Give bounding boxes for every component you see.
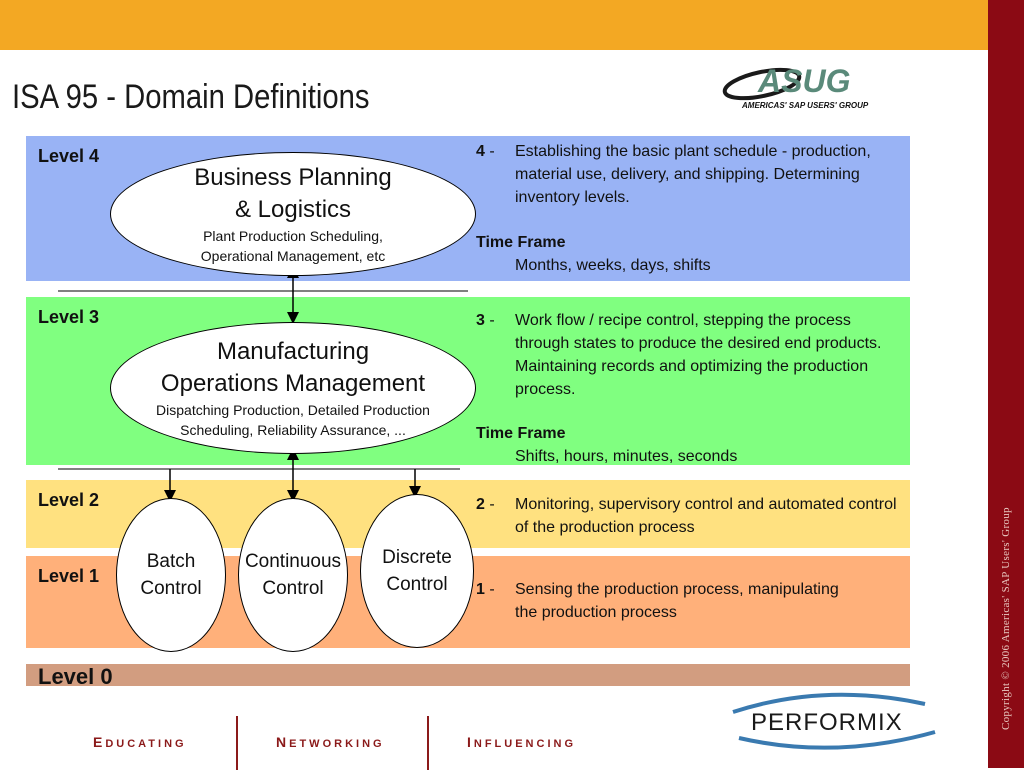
page-title: ISA 95 - Domain Definitions	[12, 78, 370, 116]
discrete-line2: Control	[386, 574, 448, 595]
level-3-number: 3	[476, 312, 485, 329]
level-1-label: Level 1	[38, 566, 100, 586]
level-4-number: 4	[476, 143, 485, 160]
level-2-text: Monitoring, supervisory control and auto…	[515, 496, 897, 536]
level-4-timeframe: Time Frame Months, weeks, days, shifts	[476, 231, 711, 277]
top-accent-bar	[0, 0, 988, 50]
level-2-dash: -	[484, 496, 495, 513]
mom-title-line1: Manufacturing	[216, 338, 370, 365]
level-3-dash: -	[484, 312, 495, 329]
level-3-text: Work flow / recipe control, stepping the…	[515, 312, 882, 398]
mom-sub-line2: Scheduling, Reliability Assurance, ...	[180, 422, 406, 438]
level-3-timeframe-value: Shifts, hours, minutes, seconds	[515, 448, 738, 465]
level-1-description: 1 - Sensing the production process, mani…	[476, 578, 839, 621]
level-1-number: 1	[476, 581, 485, 598]
right-accent-bar	[988, 0, 1024, 768]
continuous-line2: Control	[262, 578, 324, 599]
level-3-label: Level 3	[38, 307, 100, 327]
footer-separator-2	[427, 716, 429, 770]
continuous-line1: Continuous	[244, 551, 342, 572]
level-1-text: Sensing the production process, manipula…	[515, 581, 839, 621]
level-3-description: 3 - Work flow / recipe control, stepping…	[476, 309, 881, 398]
mom-title-line2: Operations Management	[160, 370, 426, 397]
batch-line2: Control	[140, 578, 202, 599]
connector-lines	[58, 266, 468, 502]
footer-separator-1	[236, 716, 238, 770]
copyright-text: Copyright © 2006 Americas' SAP Users' Gr…	[1000, 507, 1012, 730]
level-1-dash: -	[484, 581, 495, 598]
asug-logo: ASUG AMERICAS' SAP USERS' GROUP	[722, 64, 869, 110]
continuous-control-node: Continuous Control	[238, 498, 348, 652]
level-3-timeframe-label: Time Frame	[476, 425, 566, 442]
level-4-label: Level 4	[38, 146, 100, 166]
bpl-title-line1: Business Planning	[194, 164, 392, 191]
level-4-dash: -	[484, 143, 495, 160]
level-0-label: Level 0	[38, 664, 113, 689]
level-2-number: 2	[476, 496, 485, 513]
footer-networking: NETWORKING	[276, 734, 385, 750]
batch-control-node: Batch Control	[116, 498, 226, 652]
level-3-timeframe: Time Frame Shifts, hours, minutes, secon…	[476, 422, 737, 468]
bpl-title-line2: & Logistics	[234, 196, 352, 223]
performix-logo-text: PERFORMIX	[751, 709, 903, 736]
level-4-timeframe-label: Time Frame	[476, 234, 566, 251]
asug-logo-text: ASUG	[757, 64, 850, 99]
bpl-sub-line2: Operational Management, etc	[200, 248, 386, 264]
level-4-description: 4 - Establishing the basic plant schedul…	[476, 140, 871, 206]
bpl-sub-line1: Plant Production Scheduling,	[203, 228, 383, 244]
batch-line1: Batch	[146, 551, 196, 572]
footer-influencing: INFLUENCING	[467, 734, 576, 750]
level-4-timeframe-value: Months, weeks, days, shifts	[515, 257, 711, 274]
manufacturing-operations-node: Manufacturing Operations Management Disp…	[110, 322, 476, 454]
discrete-line1: Discrete	[382, 547, 452, 568]
mom-sub-line1: Dispatching Production, Detailed Product…	[156, 402, 430, 418]
level-2-description: 2 - Monitoring, supervisory control and …	[476, 493, 897, 536]
business-planning-node: Business Planning & Logistics Plant Prod…	[110, 152, 476, 276]
level-4-text: Establishing the basic plant schedule - …	[515, 143, 871, 206]
asug-logo-subtitle: AMERICAS' SAP USERS' GROUP	[741, 101, 869, 110]
discrete-control-node: Discrete Control	[360, 494, 474, 648]
level-2-label: Level 2	[38, 490, 100, 510]
level-0-band	[26, 664, 910, 686]
performix-logo: PERFORMIX	[732, 692, 936, 750]
footer-educating: EDUCATING	[93, 734, 187, 750]
